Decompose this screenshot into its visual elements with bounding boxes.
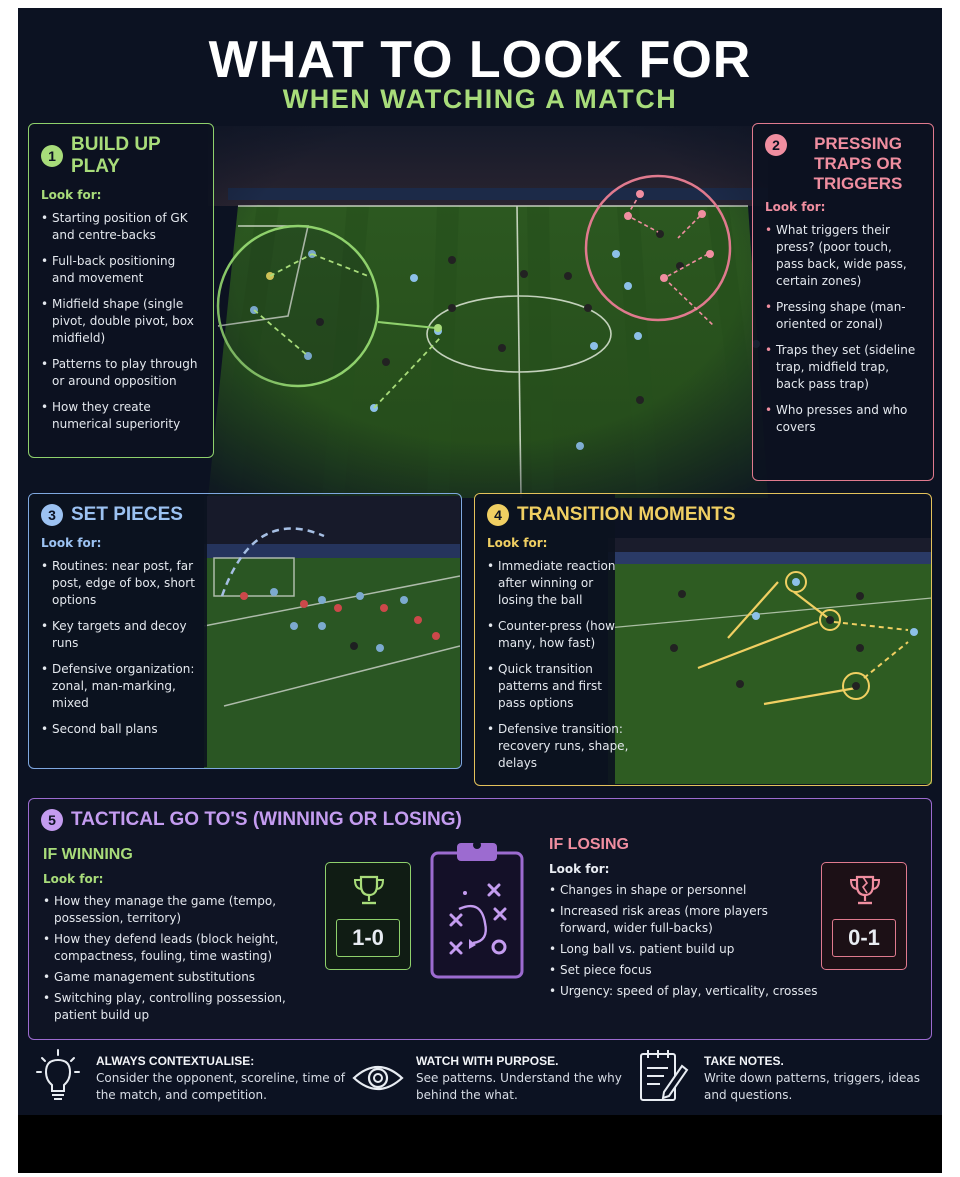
tactics-clipboard-icon — [429, 839, 525, 981]
list-item: Changes in shape or personnel — [549, 882, 819, 899]
score-1-0: 1-0 — [336, 919, 400, 957]
list-item: Traps they set (sideline trap, midfield … — [765, 342, 921, 393]
section-number-badge: 4 — [487, 504, 509, 526]
list-item: What triggers their press? (poor touch, … — [765, 222, 921, 290]
tip-body: Write down patterns, triggers, ideas and… — [704, 1071, 921, 1102]
list-item: Defensive transition: recovery runs, sha… — [487, 721, 629, 772]
stadium-pitch-image — [208, 126, 768, 498]
section-transition-moments: 4 TRANSITION MOMENTS Look for: Immediate… — [474, 493, 932, 786]
look-for-label: Look for: — [41, 188, 102, 202]
set-pieces-title: SET PIECES — [71, 504, 183, 525]
section-number-badge: 1 — [41, 145, 63, 167]
list-item: Quick transition patterns and first pass… — [487, 661, 629, 712]
list-item: Increased risk areas (more players forwa… — [549, 903, 819, 937]
transition-title: TRANSITION MOMENTS — [517, 504, 736, 525]
tip-title: ALWAYS CONTEXTUALISE: — [96, 1054, 255, 1068]
list-item: Defensive organization: zonal, man-marki… — [41, 661, 209, 712]
list-item: Patterns to play through or around oppos… — [41, 356, 201, 390]
section-build-up-play: 1 BUILD UP PLAY Look for: Starting posit… — [28, 123, 214, 458]
section-number-badge: 5 — [41, 809, 63, 831]
list-item: How they manage the game (tempo, possess… — [43, 893, 323, 927]
list-item: How they create numerical superiority — [41, 399, 201, 433]
tip-body: Consider the opponent, scoreline, time o… — [96, 1071, 346, 1102]
transition-heading: 4 TRANSITION MOMENTS — [487, 504, 919, 526]
tip-title: TAKE NOTES. — [704, 1054, 784, 1068]
tip-body: See patterns. Understand the why behind … — [416, 1071, 622, 1102]
look-for-label: Look for: — [487, 536, 548, 550]
list-item: Starting position of GK and centre-backs — [41, 210, 201, 244]
look-for-label: Look for: — [765, 200, 826, 214]
tip-watch-purpose: WATCH WITH PURPOSE. See patterns. Unders… — [352, 1044, 632, 1110]
trophy-icon — [353, 875, 385, 905]
tip-title: WATCH WITH PURPOSE. — [416, 1054, 559, 1068]
page-subtitle: WHEN WATCHING A MATCH — [282, 84, 678, 114]
winning-scoreboard: 1-0 — [325, 862, 411, 970]
section-pressing-traps: 2 PRESSING TRAPS OR TRIGGERS Look for: W… — [752, 123, 934, 481]
pressing-title: PRESSING TRAPS OR TRIGGERS — [813, 134, 903, 193]
build-up-list: Starting position of GK and centre-backs… — [41, 210, 201, 433]
if-winning-column: IF WINNING Look for: How they manage the… — [43, 846, 323, 1028]
look-for-label: Look for: — [41, 536, 102, 550]
section-number-badge: 3 — [41, 504, 63, 526]
section-tactical-go-tos: 5 TACTICAL GO TO'S (WINNING OR LOSING) I… — [28, 798, 932, 1040]
set-piece-image — [204, 496, 460, 768]
list-item: Long ball vs. patient build up — [549, 941, 819, 958]
page-title: WHAT TO LOOK FOR — [208, 31, 752, 89]
if-losing-column: IF LOSING Look for: Changes in shape or … — [549, 836, 819, 1004]
look-for-label: Look for: — [43, 872, 104, 886]
if-winning-title: IF WINNING — [43, 846, 133, 863]
set-pieces-heading: 3 SET PIECES — [41, 504, 209, 526]
bottom-black-bar — [18, 1115, 942, 1173]
if-losing-title: IF LOSING — [549, 836, 629, 853]
list-item: Immediate reaction after winning or losi… — [487, 558, 629, 609]
tactical-title: TACTICAL GO TO'S (WINNING OR LOSING) — [71, 809, 462, 830]
list-item: Set piece focus — [549, 962, 819, 979]
losing-scoreboard: 0-1 — [821, 862, 907, 970]
pressing-heading: 2 PRESSING TRAPS OR TRIGGERS — [765, 134, 921, 194]
eye-icon — [352, 1065, 404, 1091]
transition-image — [608, 538, 932, 784]
tip-take-notes: TAKE NOTES. Write down patterns, trigger… — [638, 1044, 938, 1110]
if-winning-list: How they manage the game (tempo, possess… — [43, 893, 323, 1024]
list-item: Switching play, controlling possession, … — [43, 990, 323, 1024]
list-item: Urgency: speed of play, verticality, cro… — [549, 983, 819, 1000]
section-set-pieces: 3 SET PIECES Look for: Routines: near po… — [28, 493, 462, 769]
list-item: How they defend leads (block height, com… — [43, 931, 323, 965]
look-for-label: Look for: — [549, 862, 610, 876]
transition-list: Immediate reaction after winning or losi… — [487, 558, 629, 772]
list-item: Counter-press (how many, how fast) — [487, 618, 629, 652]
list-item: Full-back positioning and movement — [41, 253, 201, 287]
list-item: Key targets and decoy runs — [41, 618, 209, 652]
list-item: Routines: near post, far post, edge of b… — [41, 558, 209, 609]
broken-trophy-icon — [849, 875, 881, 905]
section-number-badge: 2 — [765, 134, 787, 156]
if-losing-list: Changes in shape or personnel Increased … — [549, 882, 819, 1000]
infographic-poster: WHAT TO LOOK FOR WHEN WATCHING A MATCH — [18, 8, 942, 1173]
build-up-heading: 1 BUILD UP PLAY — [41, 134, 201, 178]
notepad-icon — [640, 1050, 689, 1101]
score-0-1: 0-1 — [832, 919, 896, 957]
build-up-title: BUILD UP PLAY — [71, 134, 161, 177]
set-pieces-list: Routines: near post, far post, edge of b… — [41, 558, 209, 738]
list-item: Game management substitutions — [43, 969, 323, 986]
list-item: Pressing shape (man-oriented or zonal) — [765, 299, 921, 333]
list-item: Midfield shape (single pivot, double piv… — [41, 296, 201, 347]
list-item: Second ball plans — [41, 721, 209, 738]
tactical-heading: 5 TACTICAL GO TO'S (WINNING OR LOSING) — [41, 809, 462, 831]
list-item: Who presses and who covers — [765, 402, 921, 436]
tip-contextualise: ALWAYS CONTEXTUALISE: Consider the oppon… — [36, 1044, 346, 1110]
lightbulb-icon — [36, 1049, 80, 1100]
pressing-list: What triggers their press? (poor touch, … — [765, 222, 921, 436]
